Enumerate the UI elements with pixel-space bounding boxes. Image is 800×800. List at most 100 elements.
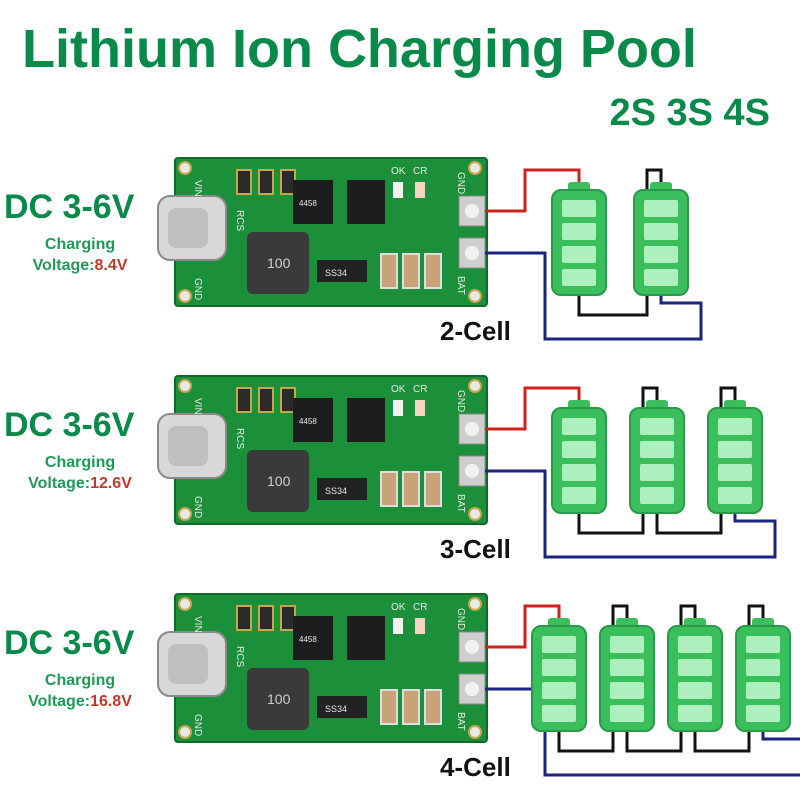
ic-marking: 4458 bbox=[299, 417, 317, 426]
charging-voltage-text: Charging Voltage:8.4V bbox=[10, 234, 150, 276]
page-title: Lithium Ion Charging Pool bbox=[22, 19, 697, 79]
terminal-bat-pad bbox=[465, 246, 479, 260]
battery-level-bar bbox=[610, 659, 644, 676]
usb-c-port-inner bbox=[168, 208, 208, 248]
mounting-hole bbox=[468, 507, 482, 521]
wire-positive bbox=[485, 604, 561, 649]
mounting-hole bbox=[178, 507, 192, 521]
silk-gnd-left: GND bbox=[192, 278, 203, 300]
mounting-hole bbox=[178, 289, 192, 303]
silk-gnd-right: GND bbox=[455, 390, 466, 412]
cell-count-label: 2-Cell bbox=[440, 316, 511, 346]
battery-level-bar bbox=[542, 705, 576, 722]
mounting-hole bbox=[468, 161, 482, 175]
battery-level-bar bbox=[562, 441, 596, 458]
battery-level-bar bbox=[562, 200, 596, 217]
silk-bat: BAT bbox=[455, 712, 466, 731]
battery-level-bar bbox=[644, 269, 678, 286]
diode-marking: SS34 bbox=[325, 486, 347, 496]
battery-level-bar bbox=[678, 705, 712, 722]
silk-cr: CR bbox=[413, 602, 427, 613]
battery-level-bar bbox=[718, 441, 752, 458]
charging-label: Charging bbox=[44, 672, 116, 689]
led-cr bbox=[415, 400, 425, 416]
battery-level-bar bbox=[610, 682, 644, 699]
battery-level-bar bbox=[542, 636, 576, 653]
battery-level-bar bbox=[678, 659, 712, 676]
controller-ic bbox=[347, 616, 385, 660]
smd-capacitor bbox=[380, 253, 398, 289]
terminal-gnd-pad bbox=[465, 422, 479, 436]
battery-level-bar bbox=[640, 418, 674, 435]
cell-count-label: 3-Cell bbox=[440, 534, 511, 564]
battery-level-bar bbox=[562, 269, 596, 286]
smd-capacitor bbox=[424, 471, 442, 507]
input-voltage-label: DC 3-6V bbox=[4, 406, 135, 444]
mounting-hole bbox=[468, 725, 482, 739]
smd-capacitor bbox=[402, 253, 420, 289]
smd-capacitor bbox=[424, 689, 442, 725]
cell-count-label: 4-Cell bbox=[440, 752, 511, 782]
smd-resistor bbox=[280, 605, 296, 631]
silk-vin: VIN bbox=[192, 180, 203, 197]
wire-positive bbox=[485, 168, 581, 213]
smd-resistor bbox=[258, 605, 274, 631]
ic-marking: 4458 bbox=[299, 199, 317, 208]
silk-gnd-right: GND bbox=[455, 608, 466, 630]
charging-voltage-text: Charging Voltage:16.8V bbox=[10, 670, 150, 712]
smd-capacitor bbox=[380, 471, 398, 507]
charging-voltage-text: Charging Voltage:12.6V bbox=[10, 452, 150, 494]
led-ok bbox=[393, 618, 403, 634]
voltage-label: Voltage: bbox=[28, 475, 91, 492]
battery-level-bar bbox=[640, 441, 674, 458]
smd-capacitor bbox=[402, 471, 420, 507]
smd-capacitor bbox=[424, 253, 442, 289]
input-voltage-label: DC 3-6V bbox=[4, 188, 135, 226]
silk-cr: CR bbox=[413, 166, 427, 177]
terminal-gnd-pad bbox=[465, 640, 479, 654]
mounting-hole bbox=[178, 379, 192, 393]
silk-ok: OK bbox=[391, 602, 406, 613]
battery-level-bar bbox=[640, 487, 674, 504]
mounting-hole bbox=[468, 597, 482, 611]
smd-resistor bbox=[236, 387, 252, 413]
silk-bat: BAT bbox=[455, 276, 466, 295]
usb-c-port-inner bbox=[168, 644, 208, 684]
battery-level-bar bbox=[678, 636, 712, 653]
charging-voltage-value: 8.4V bbox=[94, 257, 128, 274]
wire-positive bbox=[485, 386, 581, 431]
led-ok bbox=[393, 182, 403, 198]
terminal-gnd-pad bbox=[465, 204, 479, 218]
silk-rcs: RCS bbox=[234, 428, 245, 449]
controller-ic bbox=[347, 398, 385, 442]
silk-gnd-left: GND bbox=[192, 714, 203, 736]
mounting-hole bbox=[468, 379, 482, 393]
charging-label: Charging bbox=[44, 236, 116, 253]
charger-ic bbox=[293, 398, 333, 442]
inductor bbox=[247, 232, 309, 294]
battery-level-bar bbox=[610, 636, 644, 653]
battery-level-bar bbox=[644, 223, 678, 240]
smd-resistor bbox=[236, 169, 252, 195]
battery-level-bar bbox=[562, 487, 596, 504]
led-cr bbox=[415, 182, 425, 198]
terminal-bat-pad bbox=[465, 682, 479, 696]
inductor-marking: 100 bbox=[267, 255, 291, 271]
charging-voltage-value: 16.8V bbox=[90, 693, 132, 710]
smd-resistor bbox=[258, 169, 274, 195]
silk-rcs: RCS bbox=[234, 646, 245, 667]
battery-level-bar bbox=[562, 418, 596, 435]
inductor bbox=[247, 450, 309, 512]
smd-capacitor bbox=[402, 689, 420, 725]
battery-level-bar bbox=[562, 223, 596, 240]
smd-resistor bbox=[280, 169, 296, 195]
silk-cr: CR bbox=[413, 384, 427, 395]
led-cr bbox=[415, 618, 425, 634]
smd-resistor bbox=[280, 387, 296, 413]
silk-gnd-right: GND bbox=[455, 172, 466, 194]
battery-level-bar bbox=[746, 682, 780, 699]
led-ok bbox=[393, 400, 403, 416]
